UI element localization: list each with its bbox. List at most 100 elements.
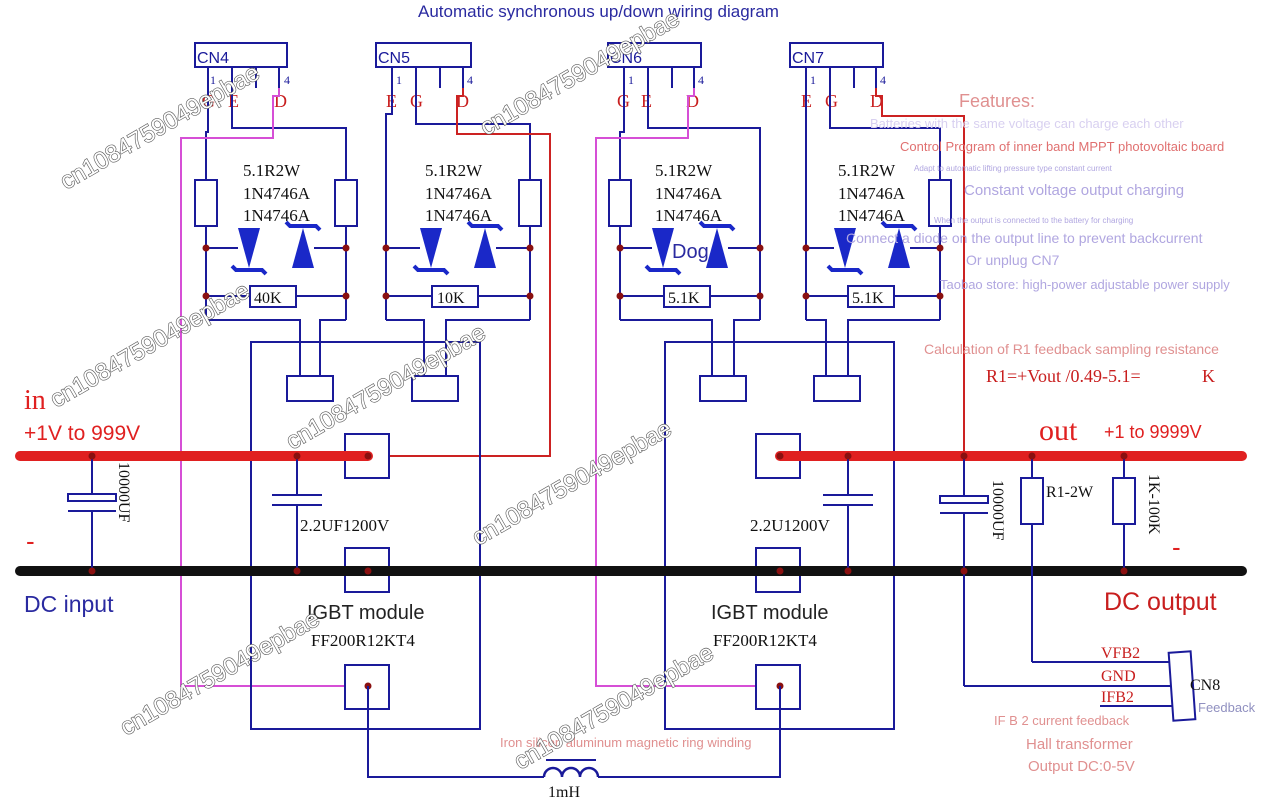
output-label: out bbox=[1039, 414, 1078, 447]
igbt-right-label: IGBT module bbox=[711, 602, 828, 624]
left-bus-capacitor: 2.2UF1200V bbox=[272, 452, 390, 575]
igbt-left-model: FF200R12KT4 bbox=[311, 631, 415, 650]
cn4-label: CN4 bbox=[197, 50, 229, 67]
diagram-title: Automatic synchronous up/down wiring dia… bbox=[418, 2, 779, 21]
feature-line: Connect a diode on the output line to pr… bbox=[846, 230, 1203, 246]
current-feedback-note: IF B 2 current feedback bbox=[994, 713, 1130, 728]
zener-label: 1N4746A bbox=[838, 206, 906, 225]
driver-cn5: CN5 1 4 E G D 5.1R2W 1N4746A 1N4746A 10K bbox=[375, 42, 551, 457]
watermark-text: cn1084759049epbae bbox=[476, 5, 685, 141]
input-range: +1V to 999V bbox=[24, 422, 140, 445]
adjust-resistor: 1K-100K bbox=[1112, 452, 1162, 575]
r1-resistor: R1-2W bbox=[1020, 452, 1094, 662]
r1-formula: R1=+Vout /0.49-5.1= bbox=[986, 366, 1141, 386]
fb-pin-ifb2: IFB2 bbox=[1101, 689, 1134, 706]
r1-calc-title: Calculation of R1 feedback sampling resi… bbox=[924, 341, 1219, 357]
inductor-note: Iron silicon aluminum magnetic ring wind… bbox=[500, 735, 751, 750]
watermark-overlay: cn1084759049epbae cn1084759049epbae cn10… bbox=[45, 4, 719, 775]
driver-cn6: CN6 1 4 G E D 5.1R2W 1N4746A 1N4746A 5.1… bbox=[607, 42, 764, 376]
features-heading: Features: bbox=[959, 91, 1035, 111]
hall-note: Hall transformer bbox=[1026, 736, 1133, 753]
input-name: DC input bbox=[24, 591, 114, 617]
resistor-label: 5.1R2W bbox=[425, 161, 483, 180]
cn7-pin4-number: 4 bbox=[880, 73, 886, 87]
cap-out-label: 10000UF bbox=[989, 480, 1006, 541]
input-minus: - bbox=[26, 526, 35, 556]
cn8-connector: CN8 VFB2 GND IFB2 Feedback bbox=[1101, 645, 1256, 722]
gate-res-label: 40K bbox=[254, 290, 282, 307]
feature-line: When the output is connected to the batt… bbox=[934, 216, 1133, 225]
cn7-label: CN7 bbox=[792, 50, 824, 67]
gate-res-label: 5.1K bbox=[852, 290, 884, 307]
gate-resistor bbox=[847, 285, 895, 308]
output-capacitor: 10000UF bbox=[939, 452, 1006, 686]
feature-line: Or unplug CN7 bbox=[966, 252, 1060, 268]
watermark-text: cn1084759049epbae bbox=[116, 605, 325, 741]
r1-label: R1-2W bbox=[1046, 484, 1094, 501]
resistor-label: 5.1R2W bbox=[838, 161, 896, 180]
input-label: in bbox=[24, 385, 46, 416]
gate-resistor bbox=[663, 285, 711, 308]
output-minus: - bbox=[1172, 532, 1181, 562]
magenta-wire-left bbox=[180, 88, 352, 687]
fb-pin-vfb2: VFB2 bbox=[1101, 645, 1140, 662]
cn6-pin4-number: 4 bbox=[698, 73, 704, 87]
cn7-pin-g: G bbox=[825, 91, 838, 111]
cap-in-label: 10000UF bbox=[115, 462, 132, 523]
resistor-label: 5.1R2W bbox=[655, 161, 713, 180]
fb-pin-gnd: GND bbox=[1101, 668, 1136, 685]
cap-right-label: 2.2U1200V bbox=[750, 516, 831, 535]
zener-pair-icon bbox=[406, 220, 510, 276]
zener-label: 1N4746A bbox=[655, 184, 723, 203]
cn4-pin4-number: 4 bbox=[284, 73, 290, 87]
cap-left-label: 2.2UF1200V bbox=[300, 516, 390, 535]
magenta-wire-right bbox=[595, 88, 768, 687]
zener-label: 1N4746A bbox=[243, 184, 311, 203]
cn6-pin-e: E bbox=[641, 91, 652, 111]
cn5-pin1-number: 1 bbox=[396, 73, 402, 87]
igbt-left-label: IGBT module bbox=[307, 602, 424, 624]
feedback-word: Feedback bbox=[1198, 700, 1256, 715]
zener-pair-icon bbox=[224, 220, 328, 276]
output-name: DC output bbox=[1104, 588, 1217, 616]
cn7-pin1-number: 1 bbox=[810, 73, 816, 87]
driver-cn7: CN7 1 4 E G D 5.1R2W 1N4746A 1N4746A 5.1… bbox=[789, 42, 965, 456]
watermark-text: cn1084759049epbae bbox=[468, 415, 677, 551]
cn4-pin1-number: 1 bbox=[210, 73, 216, 87]
feature-line: Constant voltage output charging bbox=[964, 182, 1184, 199]
cn4-pin-d: D bbox=[274, 91, 287, 111]
feature-line: Control Program of inner band MPPT photo… bbox=[900, 139, 1224, 154]
gate-resistor bbox=[431, 285, 479, 308]
feature-line: Taobao store: high-power adjustable powe… bbox=[940, 277, 1230, 292]
zener-label: 1N4746A bbox=[243, 206, 311, 225]
igbt-right-model: FF200R12KT4 bbox=[713, 631, 817, 650]
output-range: +1 to 9999V bbox=[1104, 422, 1202, 442]
gate-res-label: 10K bbox=[437, 290, 465, 307]
inductor: 1mH Iron silicon aluminum magnetic ring … bbox=[367, 686, 781, 800]
feature-line: Batteries with the same voltage can char… bbox=[870, 116, 1184, 131]
resistor-label: 5.1R2W bbox=[243, 161, 301, 180]
gate-resistor bbox=[608, 179, 632, 227]
cn5-label: CN5 bbox=[378, 50, 410, 67]
inductor-label: 1mH bbox=[548, 784, 580, 800]
zener-label: 1N4746A bbox=[425, 206, 493, 225]
features-block: Features: Batteries with the same voltag… bbox=[846, 91, 1230, 386]
watermark-text: cn1084759049epbae bbox=[46, 277, 255, 413]
gate-resistor bbox=[518, 179, 542, 227]
gate-res-label: 5.1K bbox=[668, 290, 700, 307]
right-bus-capacitor: 2.2U1200V bbox=[750, 452, 873, 575]
zener-label: 1N4746A bbox=[655, 206, 723, 225]
cn4-pin-e: E bbox=[228, 91, 239, 111]
zener-label: 1N4746A bbox=[838, 184, 906, 203]
cn5-pin4-number: 4 bbox=[467, 73, 473, 87]
cn6-label: CN6 bbox=[610, 50, 642, 67]
gate-resistor bbox=[194, 179, 218, 227]
zener-label: 1N4746A bbox=[425, 184, 493, 203]
feature-line: Adapt to automatic lifting pressure type… bbox=[914, 164, 1113, 173]
gate-resistor bbox=[334, 179, 358, 227]
gate-resistor bbox=[249, 285, 297, 308]
hall-output-note: Output DC:0-5V bbox=[1028, 758, 1135, 775]
input-capacitor: 10000UF bbox=[67, 452, 132, 575]
